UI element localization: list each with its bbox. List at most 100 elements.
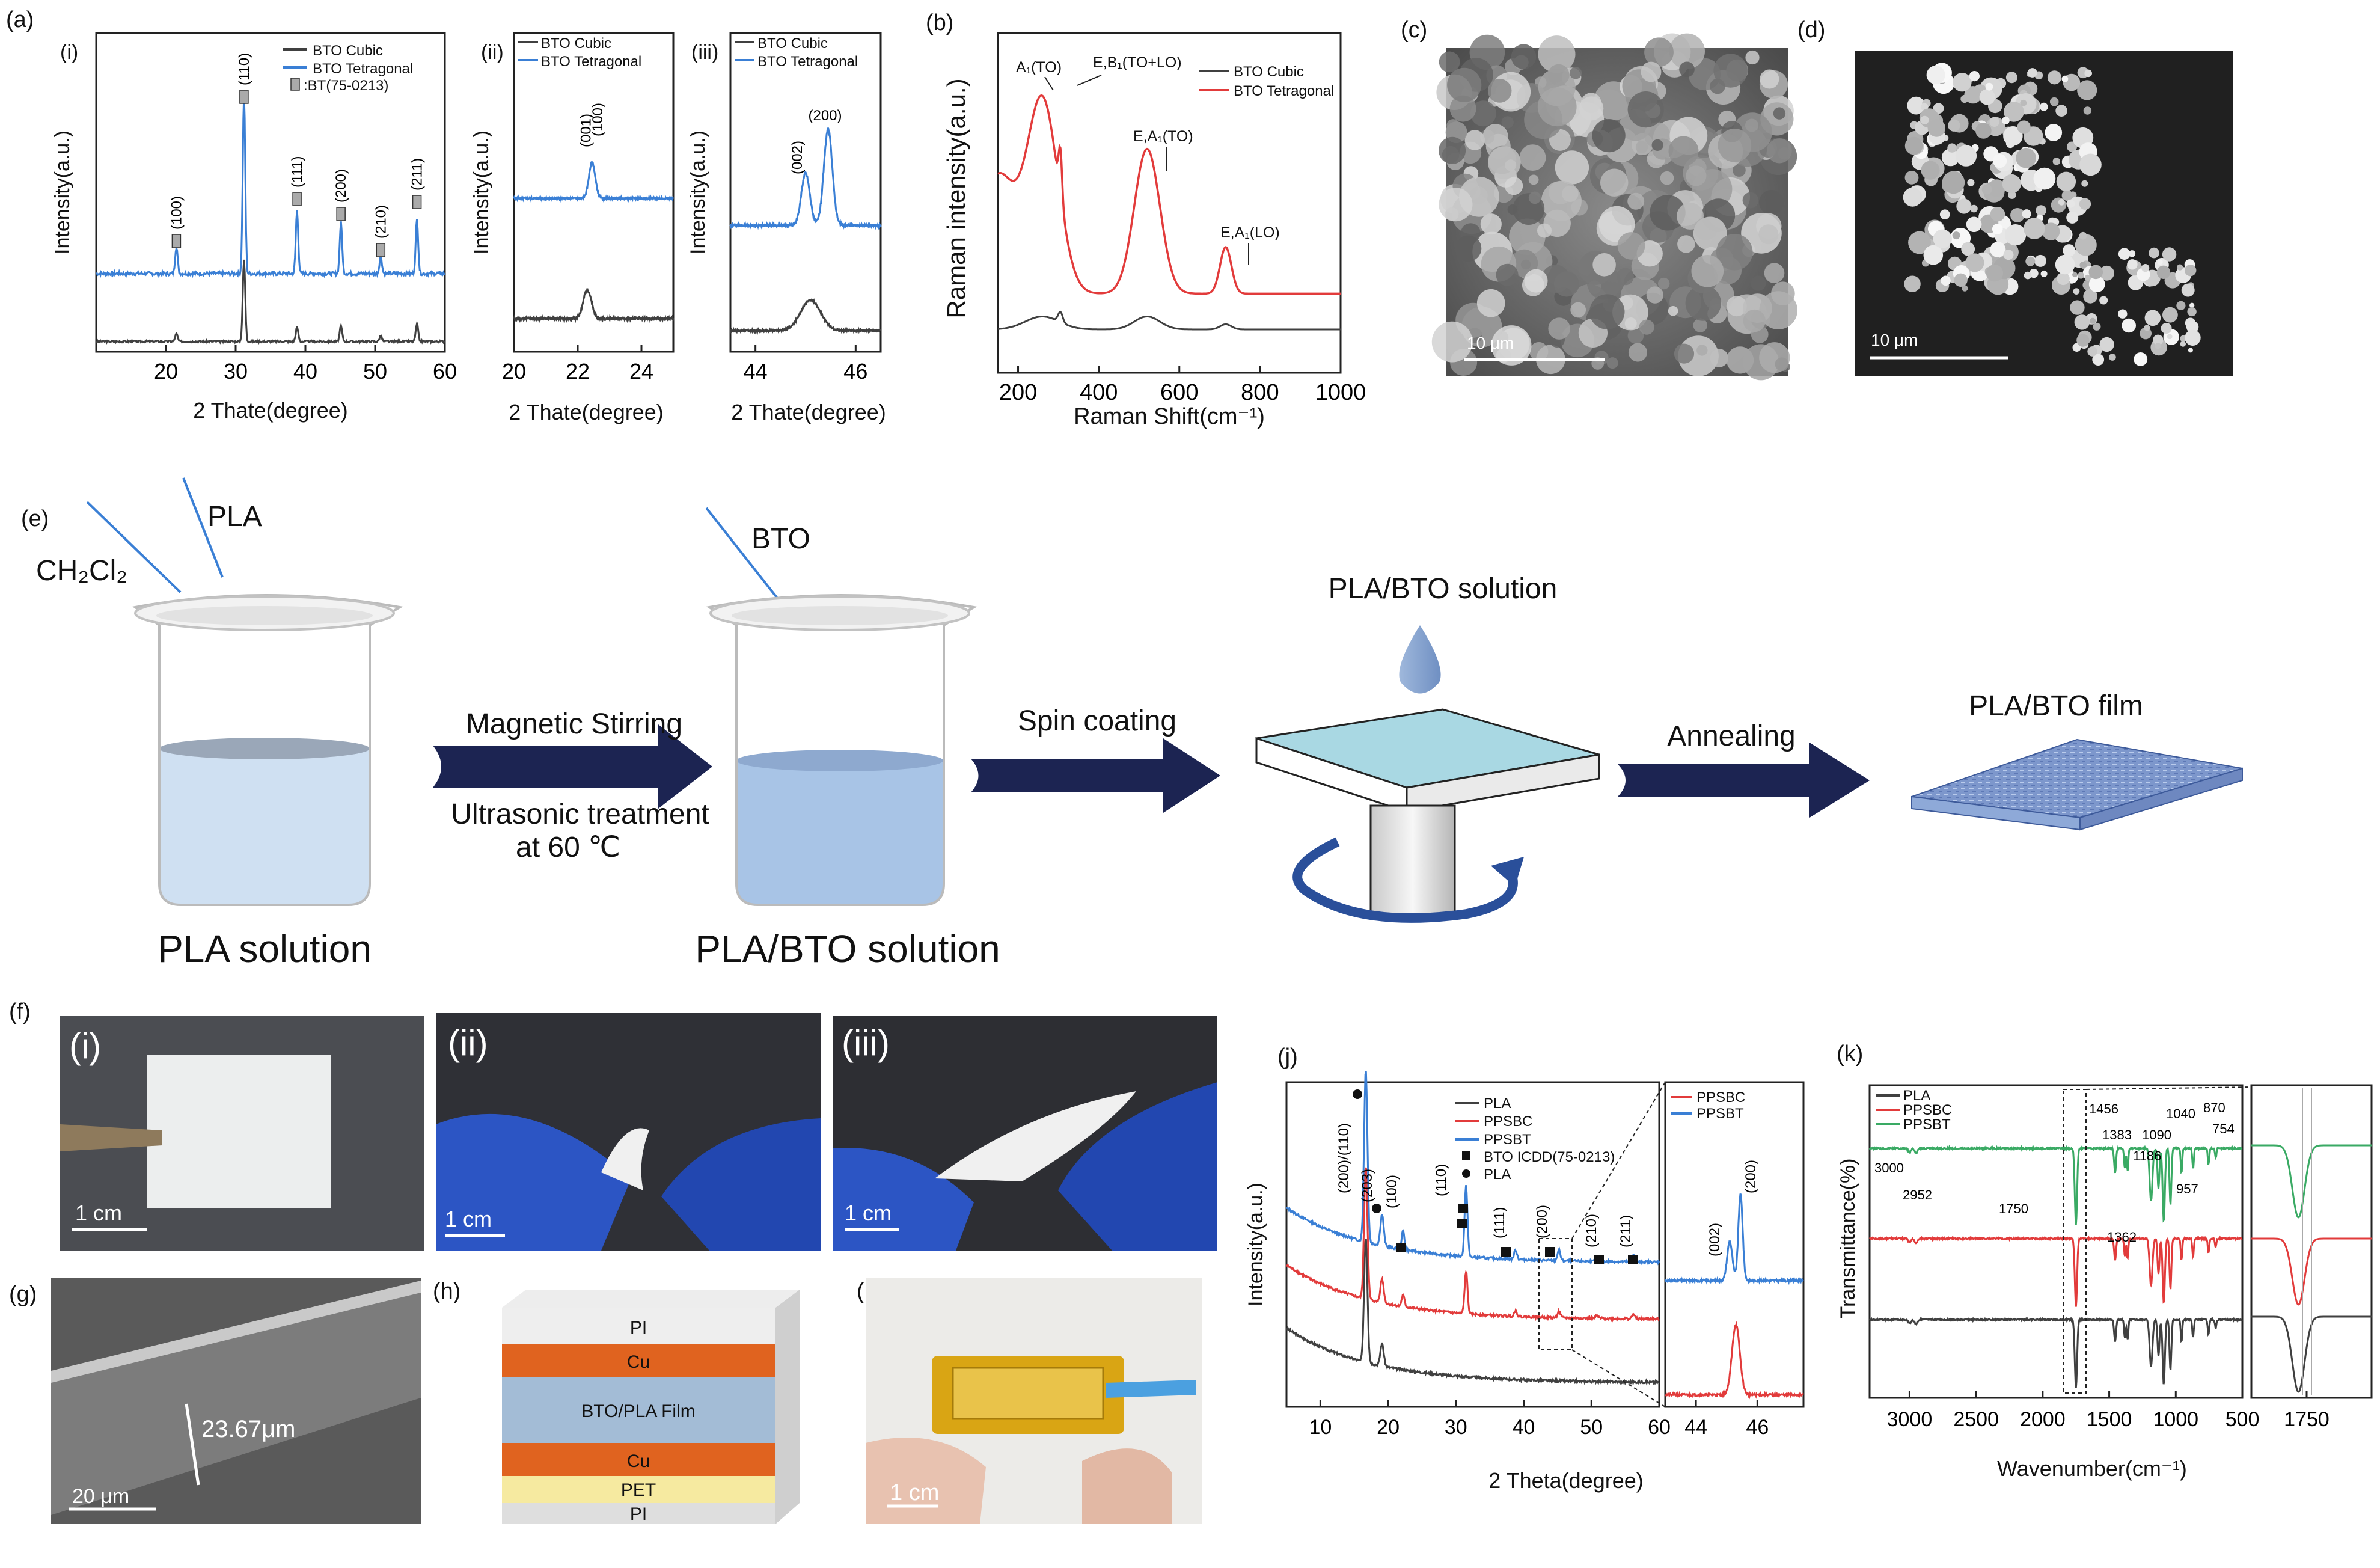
legend-label-pla: PLA — [1903, 1088, 1930, 1104]
sem-grain — [1953, 73, 1972, 92]
sem-grain — [2079, 231, 2087, 240]
sem-grain — [1952, 231, 1960, 240]
sem-grain — [1668, 306, 1678, 316]
sem-grain — [1635, 141, 1648, 153]
panel-label-f: (f) — [9, 999, 31, 1024]
sem-grain — [2002, 174, 2021, 194]
sem-grain — [1989, 117, 1999, 127]
band-label: 1362 — [2107, 1230, 2137, 1245]
sem-grain — [1764, 263, 1785, 283]
peak-label: (211) — [1618, 1215, 1634, 1248]
sem-grain — [1501, 116, 1514, 129]
sem-grain — [1767, 138, 1792, 164]
sem-grain — [2076, 334, 2090, 347]
sem-grain — [1617, 268, 1634, 286]
legend-label-cubic: BTO Cubic — [1234, 64, 1304, 80]
scale-bar-label: 1 cm — [75, 1201, 122, 1225]
sem-grain — [2072, 272, 2078, 278]
sem-grain — [1646, 286, 1664, 304]
sem-grain — [2058, 198, 2065, 206]
peak-label: (211) — [409, 158, 426, 191]
sem-grain — [1718, 129, 1752, 162]
sem-grain — [2051, 197, 2066, 213]
band-label: 3000 — [1874, 1160, 1904, 1175]
legend-label-tetragonal: BTO Tetragonal — [757, 54, 858, 70]
legend-label-ppsbt: PPSBT — [1903, 1116, 1951, 1133]
x-axis-label: 2 Thate(degree) — [731, 400, 886, 424]
peak-label: (002) — [1707, 1223, 1723, 1257]
chart-b: Raman intensity(a.u.) Raman Shift(cm⁻¹) … — [942, 32, 1366, 429]
stack-top — [502, 1290, 800, 1308]
legend-label-ppsbt: PPSBT — [1484, 1132, 1531, 1148]
legend-label-tetragonal: BTO Tetragonal — [541, 54, 641, 70]
scale-bar-label: 10 μm — [1871, 331, 1918, 349]
inset-line-ppsbt — [1665, 1193, 1804, 1285]
process-arrow-1 — [433, 724, 712, 809]
y-axis-label: Transmittance(%) — [1837, 1158, 1859, 1318]
sem-grain — [1548, 317, 1570, 340]
sem-grain — [1990, 207, 2005, 222]
substrate-side — [1406, 753, 1600, 813]
panel-label-c: (c) — [1401, 17, 1427, 43]
sem-grain — [2055, 254, 2075, 275]
sem-grain — [2033, 167, 2056, 190]
sem-grain — [1921, 161, 1940, 180]
sem-grain — [1541, 180, 1582, 221]
sem-grain — [1674, 343, 1695, 364]
panel-label-b: (b) — [926, 10, 953, 35]
photo-f-ii: (ii) 1 cm — [436, 1013, 821, 1251]
legend-marker-square — [1462, 1151, 1470, 1160]
layer-label-pet: PET — [621, 1480, 656, 1500]
sem-grain — [1964, 86, 1982, 104]
sem-grain — [2180, 341, 2186, 347]
sem-grain — [2083, 106, 2092, 115]
sem-grain — [1986, 265, 2004, 282]
sem-grain — [2004, 102, 2024, 122]
sem-grain — [1713, 54, 1748, 88]
peak-label: (200) — [1743, 1160, 1759, 1193]
x-tick-label: 1500 — [2087, 1408, 2132, 1431]
sem-grain — [1970, 204, 1978, 213]
sem-grain — [1538, 35, 1576, 73]
sem-grain — [1751, 275, 1766, 291]
x-tick-label: 20 — [1377, 1416, 1400, 1439]
series-line-tetragonal — [513, 161, 674, 203]
peak-label: (001) — [578, 114, 594, 147]
sem-grain — [1903, 188, 1923, 207]
sem-grain — [2061, 75, 2069, 82]
inset-line-ppsbc — [1664, 1321, 1804, 1400]
panel-label-a: (a) — [6, 7, 34, 32]
sem-grain — [1939, 209, 1950, 220]
pla-marker — [1372, 1204, 1381, 1213]
sem-grain — [2052, 158, 2060, 165]
layer-pet — [502, 1476, 775, 1503]
sem-grain — [2045, 124, 2063, 141]
droplet — [1399, 625, 1441, 694]
label-ch2cl2: CH₂Cl₂ — [36, 555, 127, 587]
legend-label-cubic: BTO Cubic — [757, 35, 828, 52]
process-arrow-2 — [971, 738, 1220, 813]
sem-grain — [1439, 136, 1466, 164]
sem-grain — [2099, 337, 2114, 352]
sem-grain — [2099, 296, 2108, 305]
sem-grain — [1966, 216, 1982, 233]
sem-grain — [2081, 180, 2088, 187]
sem-grain — [2029, 269, 2039, 278]
sem-grain — [1920, 115, 1929, 124]
x-axis-label: Wavenumber(cm⁻¹) — [1997, 1456, 2187, 1481]
label-spin-solution: PLA/BTO solution — [1329, 573, 1558, 605]
sem-grain — [1716, 234, 1753, 271]
sem-grain — [1439, 188, 1473, 222]
sem-grain — [1759, 189, 1784, 215]
sem-grain — [1600, 168, 1629, 197]
sem-grain — [2079, 153, 2102, 176]
x-tick-label: 46 — [843, 359, 867, 384]
sem-grain — [2042, 222, 2060, 240]
sem-grain — [2157, 259, 2163, 265]
bto-marker — [1594, 1255, 1604, 1264]
x-tick-label: 30 — [224, 359, 248, 384]
sem-grain — [1904, 136, 1923, 155]
bto-marker — [1545, 1247, 1555, 1257]
x-tick-label: 2500 — [1953, 1408, 1999, 1431]
subpanel-label: (i) — [69, 1026, 101, 1066]
